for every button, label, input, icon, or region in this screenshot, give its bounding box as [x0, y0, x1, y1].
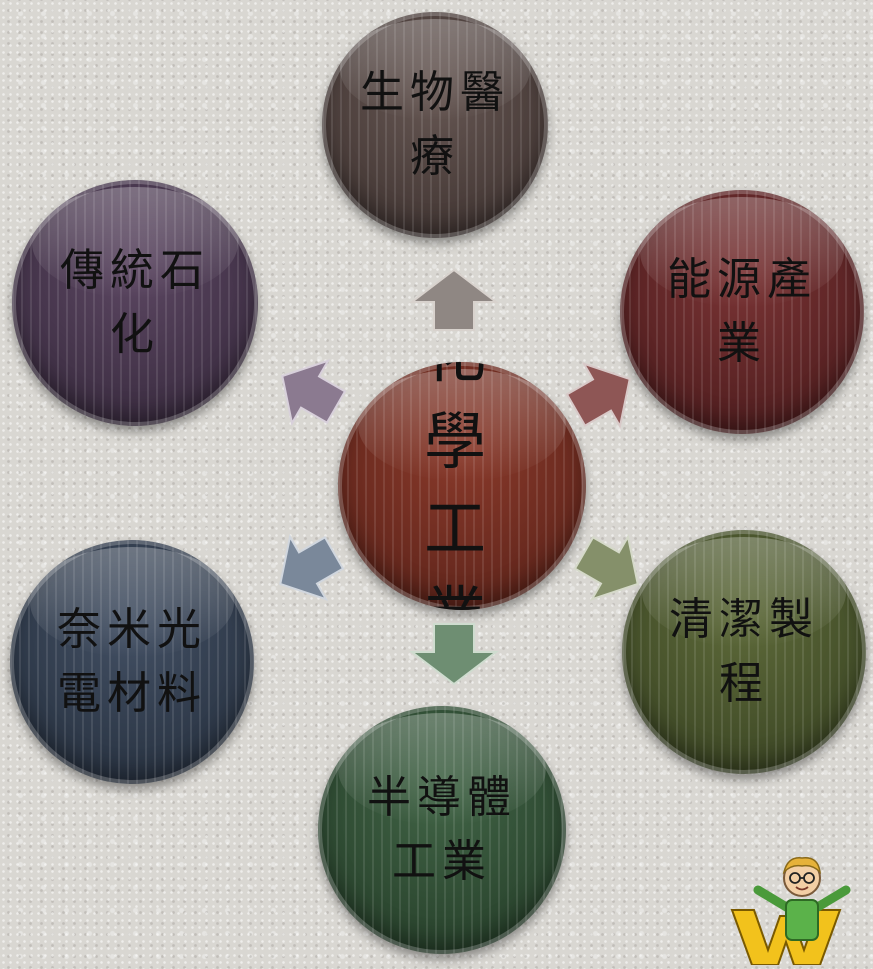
arrow-up-icon [409, 268, 499, 332]
arrow-lower-right-icon [570, 528, 650, 608]
node-semiconductor: 半導體工業 [318, 706, 566, 954]
arrow-lower-left-icon [268, 528, 348, 608]
node-label: 半導體工業 [367, 772, 517, 887]
node-label: 生物醫療 [360, 67, 510, 182]
center-node: 化學工業 [338, 362, 586, 610]
arrow-down-icon [409, 622, 499, 686]
node-clean-process: 清潔製程 [622, 530, 866, 774]
node-label: 傳統石化 [60, 245, 210, 360]
center-label: 化學工業 [423, 362, 500, 610]
node-label: 清潔製程 [669, 594, 819, 709]
arrow-upper-right-icon [562, 355, 642, 435]
node-traditional-petrochemical: 傳統石化 [12, 180, 258, 426]
arrow-upper-left-icon [270, 352, 350, 432]
node-nano-optoelectronic: 奈米光電材料 [10, 540, 254, 784]
node-label: 奈米光電材料 [57, 604, 207, 719]
node-biomedical: 生物醫療 [322, 12, 548, 238]
node-energy: 能源產業 [620, 190, 864, 434]
mascot-logo-icon [728, 850, 873, 966]
node-label: 能源產業 [667, 254, 817, 369]
